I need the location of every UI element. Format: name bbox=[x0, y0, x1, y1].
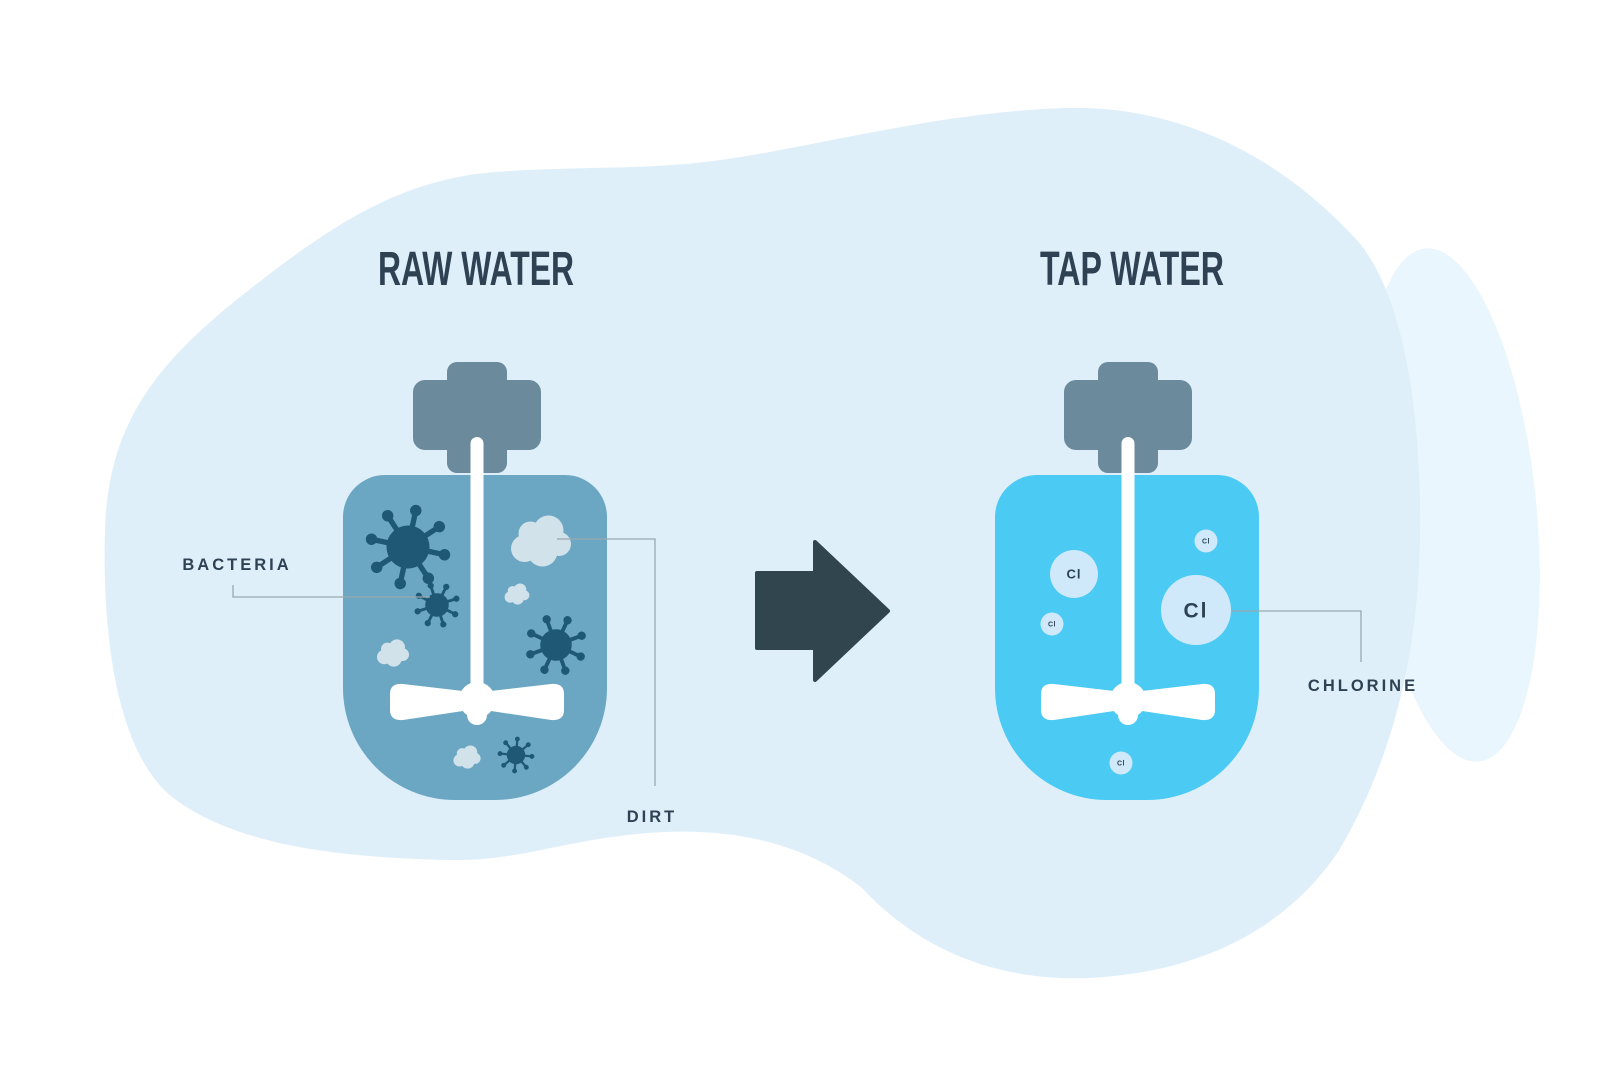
dirt-label: DIRT bbox=[627, 808, 678, 826]
tap-water-section: TAP WATER Cl Cl Cl Cl bbox=[995, 243, 1418, 800]
mixer-shaft bbox=[1121, 437, 1135, 704]
raw-water-section: RAW WATER bbox=[182, 243, 678, 826]
chlorine-bubble: Cl bbox=[1050, 550, 1098, 598]
tap-tank-motor-icon bbox=[1064, 362, 1192, 473]
dirt-connector-line bbox=[557, 538, 656, 786]
transform-arrow bbox=[755, 540, 890, 682]
mixer-shaft bbox=[470, 437, 484, 704]
chlorine-bubble: Cl bbox=[1161, 575, 1231, 645]
tap-tank-mixer bbox=[1041, 437, 1215, 725]
right-arrow-icon bbox=[755, 540, 890, 682]
chlorine-bubble-label: Cl bbox=[1117, 761, 1125, 768]
chlorine-connector-line bbox=[1232, 610, 1362, 662]
chlorine-bubble-label: Cl bbox=[1067, 567, 1082, 582]
raw-tank-motor-icon bbox=[413, 362, 541, 473]
chlorine-bubble: Cl bbox=[1194, 529, 1218, 553]
chlorine-bubble: Cl bbox=[1040, 612, 1064, 636]
raw-water-title: RAW WATER bbox=[378, 243, 574, 296]
bacteria-label: BACTERIA bbox=[182, 556, 291, 574]
bacteria-connector-line bbox=[232, 585, 430, 598]
chlorine-bubble-label: Cl bbox=[1184, 600, 1209, 623]
chlorine-bubble: Cl bbox=[1109, 751, 1133, 775]
raw-tank-mixer bbox=[390, 437, 564, 725]
tap-water-title: TAP WATER bbox=[1040, 243, 1224, 296]
chlorine-bubble-label: Cl bbox=[1202, 539, 1210, 546]
chlorine-bubble-label: Cl bbox=[1048, 622, 1056, 629]
chlorine-label: CHLORINE bbox=[1308, 677, 1418, 695]
chlorine-bubbles: Cl Cl Cl Cl Cl bbox=[1040, 529, 1231, 775]
